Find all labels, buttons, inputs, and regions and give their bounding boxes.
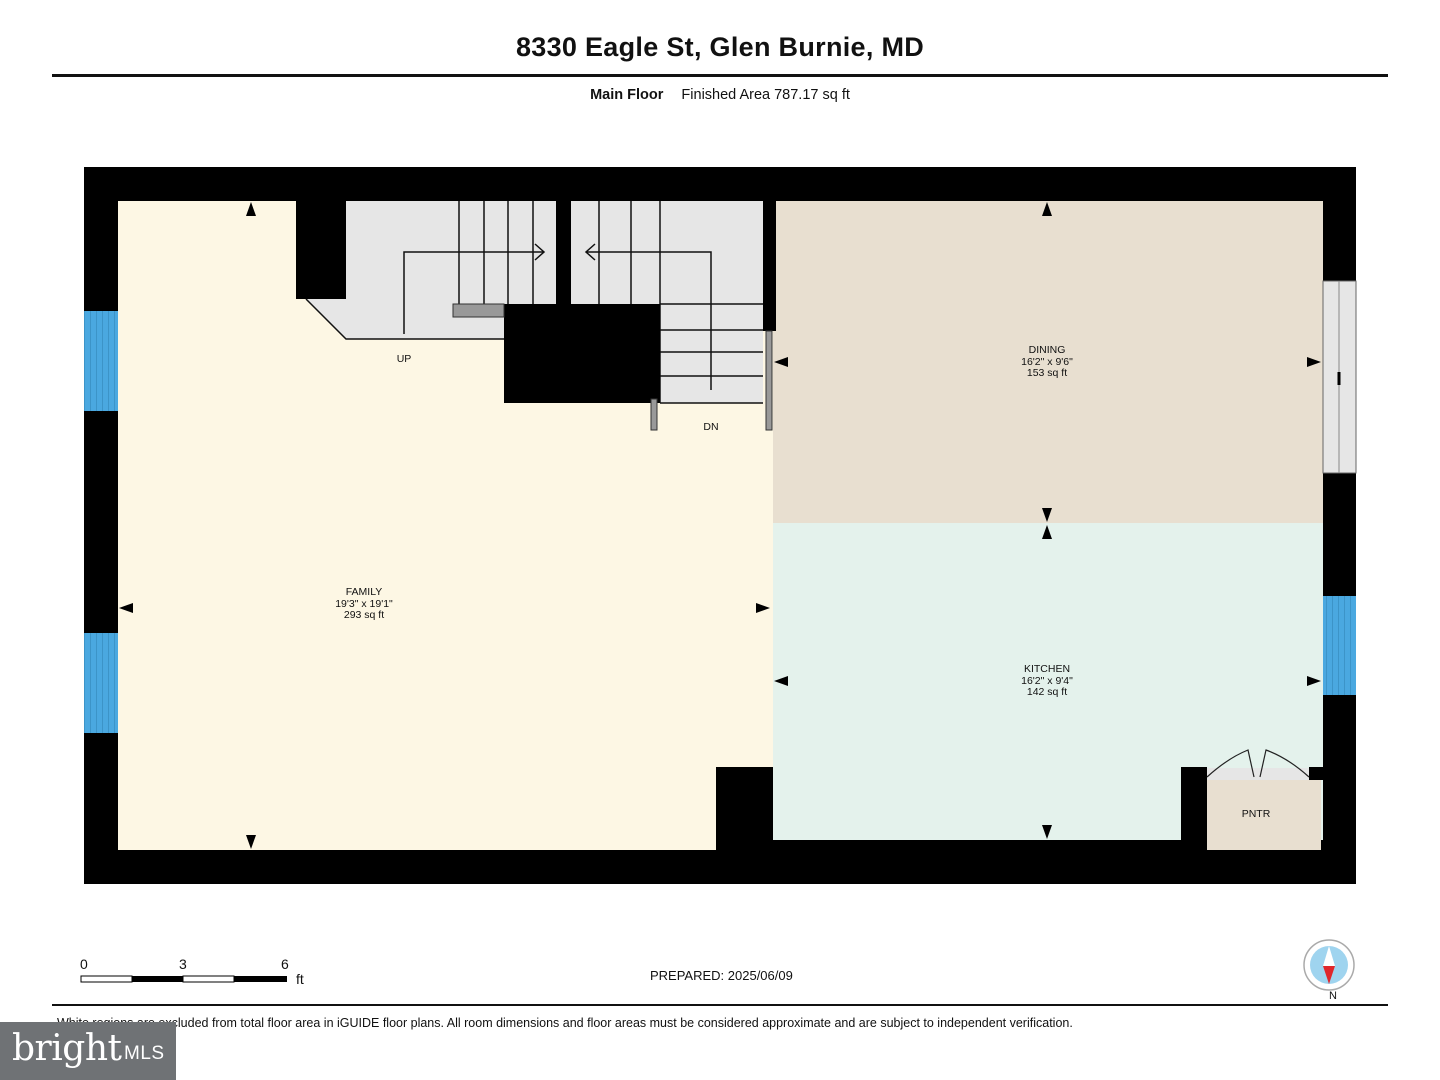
window [84, 311, 118, 411]
pantry-door [1206, 749, 1310, 778]
interior-wall [1309, 767, 1323, 780]
pantry-room [1192, 780, 1321, 850]
room-label-dining: DINING 16'2" x 9'6" 153 sq ft [997, 344, 1097, 380]
room-dimensions: 16'2" x 9'4" [1021, 674, 1073, 687]
bright-mls-logo: bright MLS [0, 1022, 176, 1080]
room-name: KITCHEN [1023, 663, 1071, 675]
page-title: 8330 Eagle St, Glen Burnie, MD [515, 32, 925, 62]
room-area: 153 sq ft [1026, 367, 1068, 379]
room-name: FAMILY [345, 586, 383, 598]
pantry-doorway [1207, 768, 1309, 780]
window [84, 633, 118, 733]
title-divider [52, 74, 1388, 77]
room-label-kitchen: KITCHEN 16'2" x 9'4" 142 sq ft [997, 663, 1097, 699]
logo-brand: bright [12, 1028, 122, 1069]
footer-divider [52, 1004, 1388, 1006]
room-area: 293 sq ft [343, 609, 385, 621]
room-label-pantry: PNTR [1216, 808, 1296, 821]
scale-tick-label: 3 [179, 956, 187, 972]
compass-north-label: N [1329, 990, 1337, 1002]
room-name: DINING [1028, 344, 1066, 356]
disclaimer-text: White regions are excluded from total fl… [57, 1016, 1073, 1030]
room-area: 142 sq ft [1026, 686, 1068, 698]
logo-suffix: MLS [124, 1043, 165, 1064]
stair-rail [650, 398, 658, 431]
scale-tick-label: 0 [80, 956, 88, 972]
room-dimensions: 19'3" x 19'1" [335, 597, 393, 610]
compass-icon [1303, 939, 1355, 991]
scale-unit-label: ft [296, 971, 304, 987]
interior-wall [296, 201, 346, 299]
stair-wall [556, 201, 571, 304]
scale-bar [80, 975, 287, 983]
stair-rail [452, 303, 505, 318]
room-name: PNTR [1241, 808, 1271, 820]
sliding-door [1322, 280, 1357, 474]
room-dimensions: 16'2" x 9'6" [1021, 355, 1073, 368]
scale-tick-label: 6 [281, 956, 289, 972]
interior-wall [716, 767, 773, 850]
floor-subtitle: Main Floor Finished Area 787.17 sq ft [0, 87, 1440, 103]
stairs-up-label: UP [396, 353, 412, 365]
finished-area: Finished Area 787.17 sq ft [681, 87, 850, 103]
window [1323, 596, 1356, 695]
prepared-date: PREPARED: 2025/06/09 [650, 968, 793, 983]
interior-wall [1181, 767, 1207, 850]
stair-rail [765, 330, 773, 431]
stairs-down-label: DN [703, 421, 719, 433]
interior-wall [763, 201, 776, 331]
stair-core [504, 304, 660, 403]
floor-name: Main Floor [590, 87, 664, 103]
dining-room [773, 201, 1323, 523]
interior-wall [773, 840, 1181, 850]
dimension-arrows [119, 202, 1321, 849]
room-label-family: FAMILY 19'3" x 19'1" 293 sq ft [314, 586, 414, 622]
